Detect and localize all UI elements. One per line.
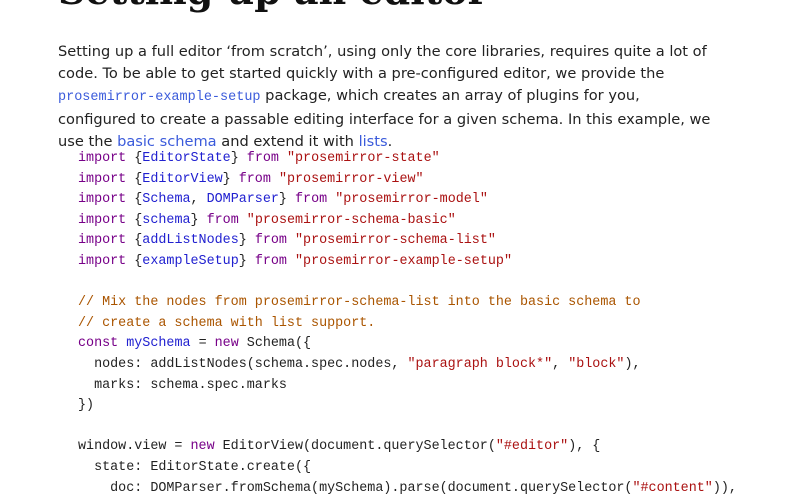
code-token-plain: { [126,212,143,228]
code-line [78,417,737,438]
code-token-plain: nodes: addListNodes(schema.spec.nodes, [78,356,408,372]
code-token-plain: ), { [568,439,601,455]
code-line: window.view = new EditorView(document.qu… [78,437,737,458]
code-line: marks: schema.spec.marks [78,376,737,397]
code-token-def: mySchema [126,336,191,352]
code-token-plain: ), [624,356,641,372]
code-token-string: "prosemirror-example-setup" [295,253,512,269]
code-token-plain [239,213,247,228]
code-token-string: "prosemirror-model" [335,192,488,208]
code-line: const mySchema = new Schema({ [78,334,737,355]
code-token-plain: state: EditorState.create({ [78,459,312,475]
code-token-plain: { [126,253,143,269]
code-token-string: "prosemirror-schema-list" [295,233,496,249]
code-token-keyword: from [238,171,271,187]
code-line: // Mix the nodes from prosemirror-schema… [78,293,737,314]
code-token-keyword: new [214,336,239,352]
code-token-string: "prosemirror-view" [278,171,424,187]
code-token-plain [271,172,279,187]
code-token-keyword: import [78,212,127,228]
code-token-def: schema [142,212,191,228]
code-token-plain: = [190,336,215,352]
code-token-keyword: import [78,192,127,208]
code-token-def: addListNodes [142,233,239,249]
code-token-comment: // Mix the nodes from prosemirror-schema… [78,295,641,311]
code-token-plain: }) [78,398,95,414]
code-line [78,273,737,294]
page-heading: Setting up an editor [58,0,488,13]
example-setup-code: prosemirror-example-setup [58,90,261,105]
code-token-def: EditorView [142,171,223,187]
code-token-plain [279,151,287,166]
code-token-plain: } [238,253,255,269]
example-setup-link[interactable]: prosemirror-example-setup [58,87,261,105]
code-token-def: EditorState [142,151,231,166]
code-line: import {EditorState} from "prosemirror-s… [78,149,737,170]
code-token-plain: window.view = [78,439,191,455]
code-token-plain [287,254,295,269]
code-token-plain: { [126,192,143,208]
code-token-plain: Schema({ [238,336,312,352]
code-token-plain: } [190,212,207,228]
code-line: // create a schema with list support. [78,314,737,335]
code-token-keyword: from [246,151,279,166]
code-token-keyword: import [78,253,127,269]
code-token-plain: doc: DOMParser.fromSchema(mySchema).pars… [78,480,633,496]
code-token-plain: { [126,233,143,249]
code-token-plain: { [126,171,143,187]
code-line: state: EditorState.create({ [78,458,737,479]
code-token-keyword: from [254,233,287,249]
basic-schema-link[interactable]: basic schema [117,133,217,150]
code-token-plain: EditorView(document.querySelector( [214,439,496,455]
code-line: import {exampleSetup} from "prosemirror-… [78,252,737,273]
paragraph-text: and extend it with [216,133,359,150]
code-token-plain: , [190,192,207,208]
code-line: import {schema} from "prosemirror-schema… [78,211,737,232]
code-token-plain: { [126,151,143,166]
code-token-keyword: new [190,439,215,455]
paragraph-text: . [387,133,393,150]
code-token-plain: } [238,233,255,249]
code-token-plain: , [552,356,569,372]
paragraph-text: package, which creates an array of plugi… [58,87,711,150]
code-token-def: DOMParser [206,192,279,208]
code-line: import {addListNodes} from "prosemirror-… [78,231,737,252]
code-token-string: "#editor" [495,439,569,455]
code-token-plain: )), [712,480,737,496]
code-token-string: "paragraph block*" [407,356,553,372]
code-token-keyword: const [78,336,119,352]
code-token-comment: // create a schema with list support. [78,315,376,331]
paragraph-text: Setting up a full editor ‘from scratch’,… [58,43,707,82]
code-line: }) [78,396,737,417]
code-token-keyword: from [206,212,239,228]
code-token-def: Schema [142,192,191,208]
intro-paragraph: Setting up a full editor ‘from scratch’,… [58,41,718,153]
code-token-plain: marks: schema.spec.marks [78,377,287,393]
code-token-string: "prosemirror-schema-basic" [246,212,456,228]
code-token-string: "#content" [632,480,713,496]
code-token-keyword: import [78,233,127,249]
code-token-def: exampleSetup [142,253,239,269]
code-token-string: "block" [568,356,625,372]
code-line: import {EditorView} from "prosemirror-vi… [78,170,737,191]
code-line: doc: DOMParser.fromSchema(mySchema).pars… [78,479,737,500]
code-token-plain [327,192,335,207]
lists-link[interactable]: lists [358,133,388,150]
code-line: import {Schema, DOMParser} from "prosemi… [78,190,737,211]
code-token-keyword: import [78,151,127,166]
code-token-plain: } [230,151,247,166]
code-token-keyword: from [254,253,287,269]
code-block: import {EditorState} from "prosemirror-s… [78,149,737,499]
code-token-string: "prosemirror-state" [286,151,440,166]
code-token-plain: } [278,192,295,208]
code-line: nodes: addListNodes(schema.spec.nodes, "… [78,355,737,376]
code-token-keyword: import [78,171,127,187]
code-token-keyword: from [295,192,328,208]
code-token-plain [287,233,295,248]
code-token-plain: } [222,171,239,187]
